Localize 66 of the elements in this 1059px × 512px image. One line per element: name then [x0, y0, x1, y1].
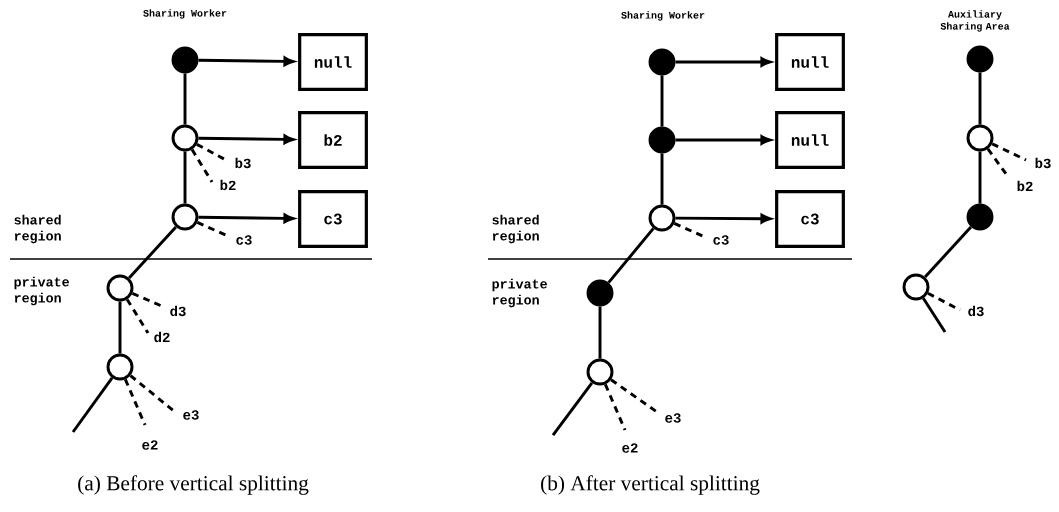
dashed-line [610, 378, 658, 414]
filled-circle [171, 46, 199, 74]
tree-line [128, 225, 177, 280]
value-box: c3 [775, 190, 845, 248]
tree-line [924, 225, 972, 279]
edge-label: b2 [218, 178, 238, 192]
tree-line [922, 297, 947, 333]
edge-label: d3 [966, 304, 986, 318]
filled-circle [648, 126, 676, 154]
edge-label: b3 [233, 156, 253, 170]
dashed-line [129, 374, 176, 414]
dashed-line [673, 222, 706, 239]
tree-line [978, 151, 982, 204]
tree-line [118, 301, 122, 354]
value-box: null [298, 33, 368, 91]
tree-line [607, 227, 655, 284]
tree-line [551, 381, 594, 436]
subfigure-caption: (b) After vertical splitting [541, 475, 760, 495]
edge-label: e2 [140, 438, 160, 452]
edge-label: c3 [234, 233, 254, 247]
tree-line [71, 377, 114, 433]
hollow-circle [966, 124, 994, 152]
edge-label: b3 [1033, 156, 1053, 170]
region-label: private region [492, 278, 547, 308]
edge-label: b2 [1015, 179, 1035, 193]
tree-line [978, 72, 982, 125]
value-box: b2 [298, 111, 368, 169]
filled-circle [966, 203, 994, 231]
region-label: private region [14, 276, 69, 306]
dashed-line [196, 221, 229, 238]
tree-line [183, 151, 187, 204]
edge-label: d2 [152, 330, 172, 344]
filled-circle [586, 279, 614, 307]
value-box: null [775, 111, 845, 169]
edge-label: e2 [620, 441, 640, 455]
hollow-circle [106, 353, 134, 381]
value-box: c3 [298, 190, 368, 248]
edge-label: c3 [711, 233, 731, 247]
column-title: Auxiliary Sharing Area [940, 10, 1010, 32]
subfigure-caption: (a) Before vertical splitting [78, 475, 309, 495]
dashed-line [190, 148, 214, 183]
tree-line [183, 73, 187, 125]
edge-label: e3 [181, 408, 201, 422]
tree-line [660, 75, 664, 127]
edge-label: d3 [168, 304, 188, 318]
dashed-line [125, 298, 150, 334]
hollow-circle [171, 124, 199, 152]
hollow-circle [648, 204, 676, 232]
tree-line [598, 306, 602, 359]
edge-label: e3 [663, 411, 683, 425]
dashed-line [124, 378, 147, 426]
column-title: Sharing Worker [143, 9, 227, 19]
tree-line [660, 153, 664, 205]
column-title: Sharing Worker [621, 11, 705, 21]
value-box: null [775, 33, 845, 91]
region-label: shared region [492, 214, 539, 244]
dashed-line [196, 143, 227, 162]
hollow-circle [171, 203, 199, 231]
region-label: shared region [14, 214, 61, 244]
dashed-line [991, 142, 1027, 162]
filled-circle [648, 48, 676, 76]
hollow-circle [586, 358, 614, 386]
dashed-line [604, 383, 627, 431]
hollow-circle [106, 274, 134, 302]
filled-circle [966, 45, 994, 73]
hollow-circle [902, 273, 930, 301]
